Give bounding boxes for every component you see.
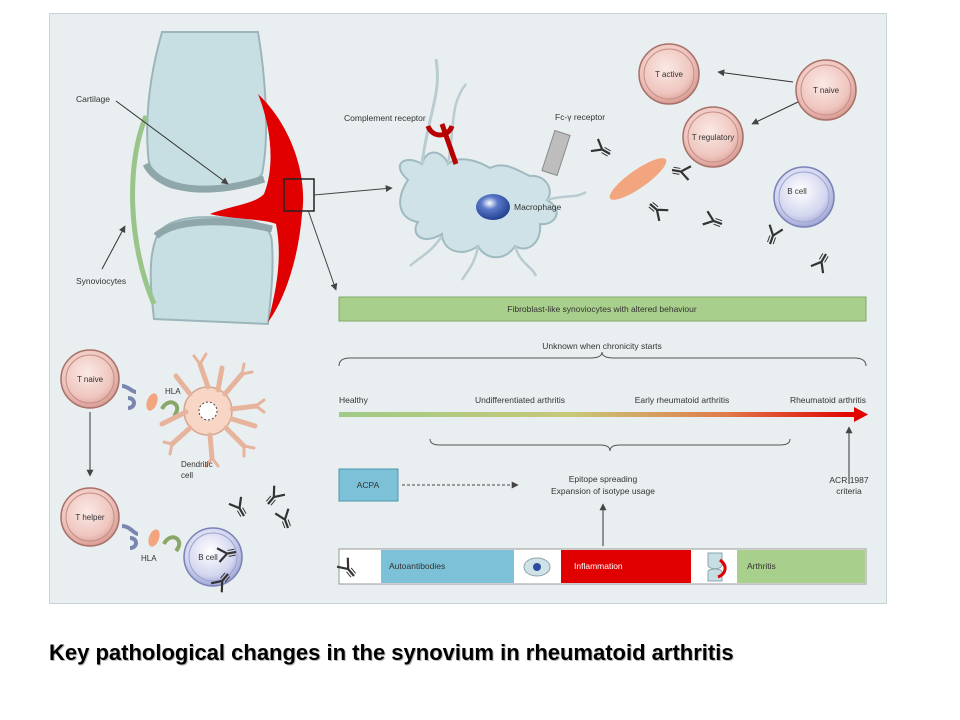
label-fc-receptor: Fc-γ receptor [555, 112, 605, 122]
disease-progression-arrow [339, 407, 868, 422]
label-complement-receptor: Complement receptor [344, 113, 426, 123]
synovial-lining [130, 115, 157, 305]
inflammation-swatch [561, 550, 691, 583]
epitope-label: Expansion of isotype usage [551, 486, 655, 496]
fibroblast-bar-label: Fibroblast-like synoviocytes with altere… [507, 304, 697, 314]
stage-label: Rheumatoid arthritis [790, 395, 866, 405]
stage-labels: Healthy Undifferentiated arthritis Early… [339, 395, 866, 405]
diagram-canvas: Cartilage Synoviocytes Macrophage Comple… [60, 31, 869, 594]
epitope-brace [429, 438, 791, 452]
antibody-legend-swatch [340, 550, 381, 583]
arthritis-swatch [737, 550, 865, 583]
b-cell-top [773, 166, 835, 228]
antibody-icon [274, 507, 296, 532]
legend-label: Autoantibodies [389, 561, 445, 571]
chronicity-brace [338, 351, 867, 367]
antibody-icon [669, 162, 693, 182]
label-hla-bottom: HLA [141, 554, 157, 563]
label-hla-top: HLA [165, 387, 181, 396]
legend-label: Inflammation [574, 561, 623, 571]
macrophage-nucleus-icon [533, 563, 541, 571]
label-macrophage: Macrophage [514, 202, 562, 212]
antibody-icon [589, 137, 615, 162]
label-t-naive-top: T naive [813, 86, 840, 95]
stage-label: Healthy [339, 395, 369, 405]
label-t-active: T active [655, 70, 683, 79]
immune-complex [609, 158, 667, 200]
antibody-icon [644, 197, 670, 223]
figure-panel: Cartilage Synoviocytes Macrophage Comple… [49, 13, 887, 604]
figure-caption: Key pathological changes in the synovium… [49, 640, 734, 665]
macrophage-nucleus [476, 194, 510, 220]
cartilage-lower [153, 218, 273, 239]
tcr-receptor [121, 384, 137, 394]
t-naive-cell-top [795, 59, 857, 121]
label-synoviocytes: Synoviocytes [76, 276, 126, 286]
autoantibodies-swatch [381, 550, 514, 583]
cartilage-upper [142, 162, 266, 193]
acpa-label: ACPA [357, 480, 380, 490]
antigen [146, 393, 158, 411]
t-naive-cell-left [60, 349, 120, 409]
dendritic-cell [159, 352, 266, 468]
antibody-icon [701, 210, 726, 232]
legend-label: Arthritis [747, 561, 776, 571]
fc-gamma-receptor [541, 129, 571, 177]
lower-bone [149, 216, 274, 326]
label-t-regulatory: T regulatory [692, 133, 735, 142]
label-t-naive-left: T naive [77, 375, 104, 384]
antibody-icon [762, 223, 784, 248]
t-active-cell [638, 43, 700, 105]
acr-criteria-label: ACR 1987 [829, 475, 868, 485]
label-b-cell-top: B cell [787, 187, 807, 196]
stage-label: Early rheumatoid arthritis [635, 395, 729, 405]
acpa-box [338, 468, 399, 502]
t-regulatory-cell [682, 106, 744, 168]
inflamed-synovium [210, 94, 304, 322]
unknown-chronicity-label: Unknown when chronicity starts [542, 341, 662, 351]
joint-illustration [130, 31, 315, 326]
antibody-icon [227, 495, 252, 521]
complement-receptor [425, 123, 459, 165]
label-b-cell-bottom: B cell [198, 553, 218, 562]
fibroblast-bar [338, 296, 867, 322]
hla-molecule [160, 400, 180, 418]
stage-label: Undifferentiated arthritis [475, 395, 565, 405]
label-cartilage: Cartilage [76, 94, 110, 104]
legend-bar: Autoantibodies Inflammation Arthritis [335, 548, 867, 585]
macrophage-cell [399, 58, 587, 281]
label-t-helper: T helper [75, 513, 105, 522]
acr-criteria-label: criteria [836, 486, 862, 496]
b-cell-bottom [183, 527, 243, 587]
epitope-label: Epitope spreading [569, 474, 638, 484]
label-dendritic-cell: Dendritic [181, 460, 213, 469]
antibody-icon [809, 249, 834, 275]
t-helper-cell [60, 487, 120, 547]
label-dendritic-cell: cell [181, 471, 193, 480]
antibody-icon [261, 484, 287, 510]
upper-bone [146, 31, 268, 191]
